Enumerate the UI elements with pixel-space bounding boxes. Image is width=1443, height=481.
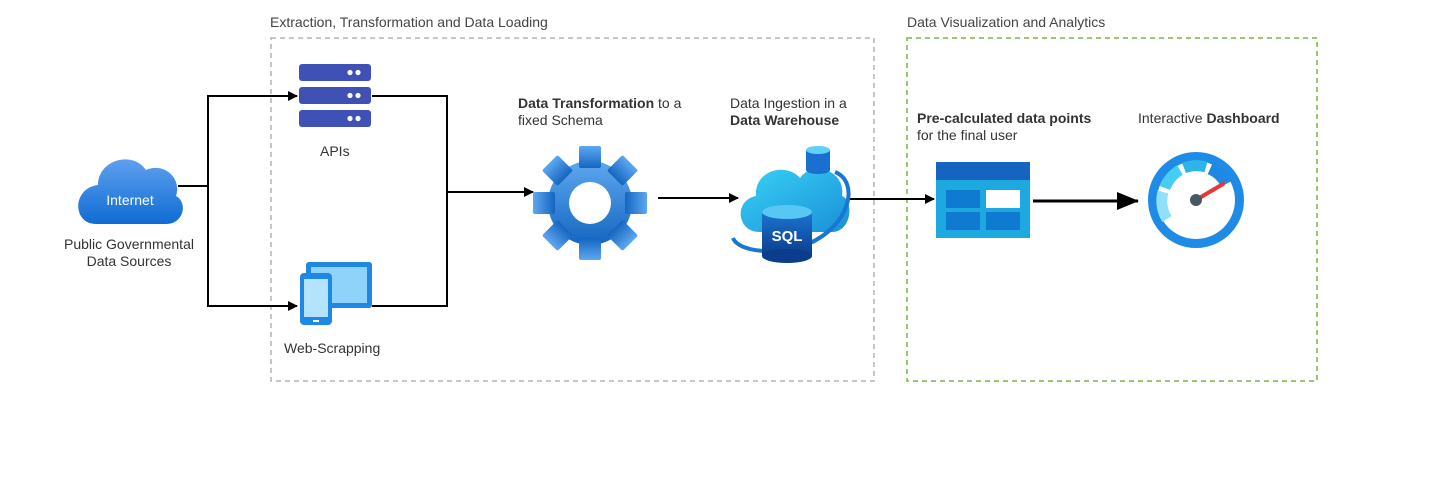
internet-cloud-label: Internet [106,192,154,208]
transform-caption-line2: fixed Schema [518,112,603,128]
internet-caption-line1: Public Governmental [64,236,194,252]
sql-db-label: SQL [771,228,803,245]
edge-apis-merge [372,95,448,307]
dashboard-caption-normal: Interactive [1138,110,1207,126]
edge-internet-apis [178,91,298,187]
edge-internet-web [178,185,298,311]
cloud-icon [78,159,183,224]
viz-group-box [906,37,1318,382]
gear-icon [533,146,647,260]
internet-caption-line2: Data Sources [86,253,172,269]
table-grid-icon [936,162,1030,238]
ingest-caption: Data Ingestion in a Data Warehouse [730,95,847,129]
dashboard-caption-bold: Dashboard [1206,110,1280,126]
dashboard-caption: Interactive Dashboard [1138,110,1280,127]
precalc-caption: Pre-calculated data points for the final… [917,110,1091,144]
server-icon [299,64,371,127]
precalc-caption-line2: for the final user [917,127,1018,143]
internet-caption: Public Governmental Data Sources [44,236,214,270]
precalc-caption-bold: Pre-calculated data points [917,110,1092,126]
connectors [178,91,1139,311]
etl-group-title: Extraction, Transformation and Data Load… [270,14,548,30]
sql-warehouse-icon [731,146,851,263]
devices-icon [300,262,372,325]
transform-caption: Data Transformation to a fixed Schema [518,95,681,129]
apis-caption: APIs [320,143,350,159]
transform-caption-rest: to a [654,95,682,111]
web-scrapping-caption: Web-Scrapping [284,340,381,356]
transform-caption-bold: Data Transformation [518,95,655,111]
etl-group-box [270,37,875,382]
ingest-caption-bold: Data Warehouse [730,112,840,128]
ingest-caption-line1: Data Ingestion in a [730,95,847,111]
gauge-icon [1148,152,1244,248]
viz-group-title: Data Visualization and Analytics [907,14,1106,30]
